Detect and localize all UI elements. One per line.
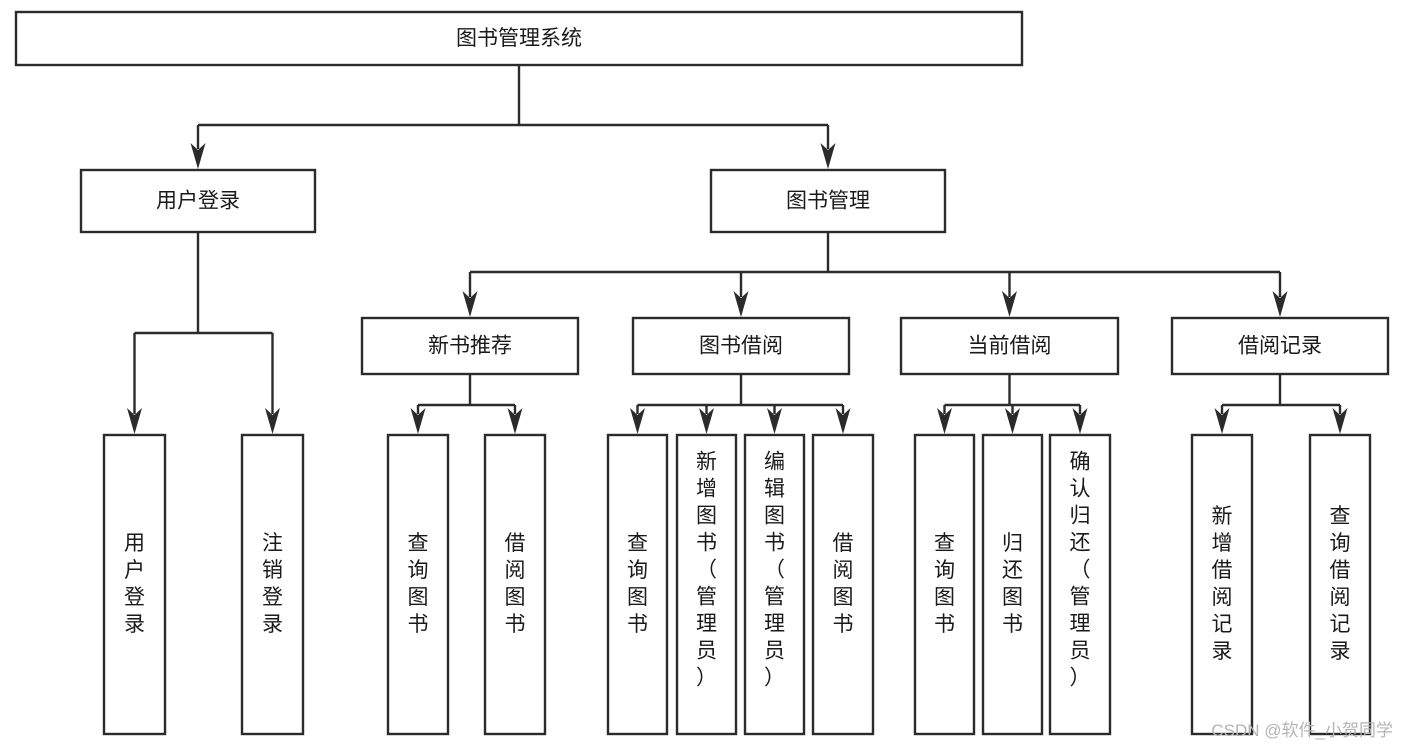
- arrow-head-icon: [462, 291, 478, 317]
- node-box: [360, 316, 580, 376]
- connector-group-current-borrow: [937, 374, 1088, 434]
- node-box: [981, 433, 1044, 736]
- arrow-head-icon: [507, 408, 523, 434]
- node-label: 图书借阅: [699, 335, 783, 358]
- node-label: 当前借阅: [968, 335, 1052, 358]
- node-book-borrow[interactable]: 图书借阅: [631, 316, 851, 376]
- connector-group-user-login: [127, 232, 280, 434]
- node-user-login[interactable]: 用户登录: [79, 168, 317, 234]
- node-label: 查询图书: [408, 532, 429, 636]
- node-box: [386, 433, 450, 736]
- node-box: [631, 316, 851, 376]
- node-leaf-user-login[interactable]: 用户登录: [102, 433, 167, 736]
- node-root-图书管理系统[interactable]: 图书管理系统: [14, 10, 1024, 67]
- arrow-head-icon: [937, 408, 952, 434]
- node-box: [79, 168, 317, 234]
- connector-group-borrow-record: [1214, 374, 1348, 434]
- node-leaf-borrow-book-1[interactable]: 借阅图书: [483, 433, 547, 736]
- connector-group-new-book-recommend: [410, 374, 523, 434]
- node-current-borrow[interactable]: 当前借阅: [899, 316, 1120, 376]
- arrow-head-icon: [733, 291, 749, 317]
- edges-layer: [127, 65, 1348, 434]
- node-label: 注销登录: [262, 532, 283, 636]
- node-box: [102, 433, 167, 736]
- node-label: 确认归还（管理员）: [1070, 450, 1091, 689]
- arrow-head-icon: [127, 408, 142, 434]
- node-label: 新增图书（管理员）: [696, 450, 717, 689]
- node-label: 借阅图书: [505, 532, 526, 636]
- node-label: 新增借阅记录: [1212, 505, 1233, 663]
- arrow-head-icon: [699, 408, 714, 434]
- node-box: [675, 433, 738, 736]
- node-box: [743, 433, 806, 736]
- arrow-head-icon: [190, 143, 206, 169]
- node-leaf-add-book[interactable]: 新增图书（管理员）: [675, 433, 738, 736]
- connector-group-book-manage: [462, 232, 1288, 317]
- node-box: [811, 433, 875, 736]
- node-label: 用户登录: [156, 190, 240, 213]
- node-leaf-return-book[interactable]: 归还图书: [981, 433, 1044, 736]
- node-box: [1048, 433, 1112, 736]
- arrow-head-icon: [1002, 291, 1017, 317]
- node-label: 图书管理: [786, 190, 870, 213]
- node-borrow-record[interactable]: 借阅记录: [1170, 316, 1390, 376]
- node-label: 图书管理系统: [456, 27, 582, 50]
- node-leaf-user-logout[interactable]: 注销登录: [240, 433, 305, 736]
- node-leaf-borrow-book-2[interactable]: 借阅图书: [811, 433, 875, 736]
- node-leaf-query-record[interactable]: 查询借阅记录: [1308, 433, 1372, 736]
- node-leaf-add-record[interactable]: 新增借阅记录: [1190, 433, 1254, 736]
- node-leaf-query-book-3[interactable]: 查询图书: [913, 433, 976, 736]
- node-leaf-query-book-2[interactable]: 查询图书: [606, 433, 669, 736]
- node-box: [14, 10, 1024, 67]
- arrow-head-icon: [1072, 408, 1088, 434]
- arrow-head-icon: [1005, 408, 1020, 434]
- arrow-head-icon: [410, 408, 426, 434]
- node-box: [606, 433, 669, 736]
- node-box: [709, 168, 947, 234]
- node-box: [1190, 433, 1254, 736]
- node-label: 查询图书: [934, 532, 955, 636]
- node-box: [1308, 433, 1372, 736]
- node-label: 借阅图书: [833, 532, 854, 636]
- arrow-head-icon: [767, 408, 782, 434]
- arrow-head-icon: [835, 408, 851, 434]
- arrow-head-icon: [820, 143, 836, 169]
- connector-group-book-borrow: [630, 374, 851, 434]
- arrow-head-icon: [265, 408, 280, 434]
- node-label: 查询借阅记录: [1330, 505, 1351, 663]
- node-box: [1170, 316, 1390, 376]
- node-label: 查询图书: [627, 532, 648, 636]
- arrow-head-icon: [1272, 291, 1288, 317]
- node-label: 编辑图书（管理员）: [764, 450, 785, 689]
- nodes-layer: 图书管理系统用户登录图书管理新书推荐图书借阅当前借阅借阅记录用户登录注销登录查询…: [14, 10, 1390, 736]
- arrow-head-icon: [1214, 408, 1230, 434]
- node-label: 归还图书: [1002, 532, 1023, 636]
- node-box: [913, 433, 976, 736]
- node-box: [483, 433, 547, 736]
- node-leaf-confirm-return[interactable]: 确认归还（管理员）: [1048, 433, 1112, 736]
- node-leaf-query-book-1[interactable]: 查询图书: [386, 433, 450, 736]
- node-label: 借阅记录: [1238, 335, 1322, 358]
- node-new-book-recommend[interactable]: 新书推荐: [360, 316, 580, 376]
- node-book-manage[interactable]: 图书管理: [709, 168, 947, 234]
- arrow-head-icon: [630, 408, 645, 434]
- node-box: [240, 433, 305, 736]
- node-label: 新书推荐: [428, 335, 512, 358]
- node-label: 用户登录: [124, 532, 145, 636]
- node-leaf-edit-book[interactable]: 编辑图书（管理员）: [743, 433, 806, 736]
- node-box: [899, 316, 1120, 376]
- connector-group-root: [190, 65, 836, 169]
- arrow-head-icon: [1332, 408, 1348, 434]
